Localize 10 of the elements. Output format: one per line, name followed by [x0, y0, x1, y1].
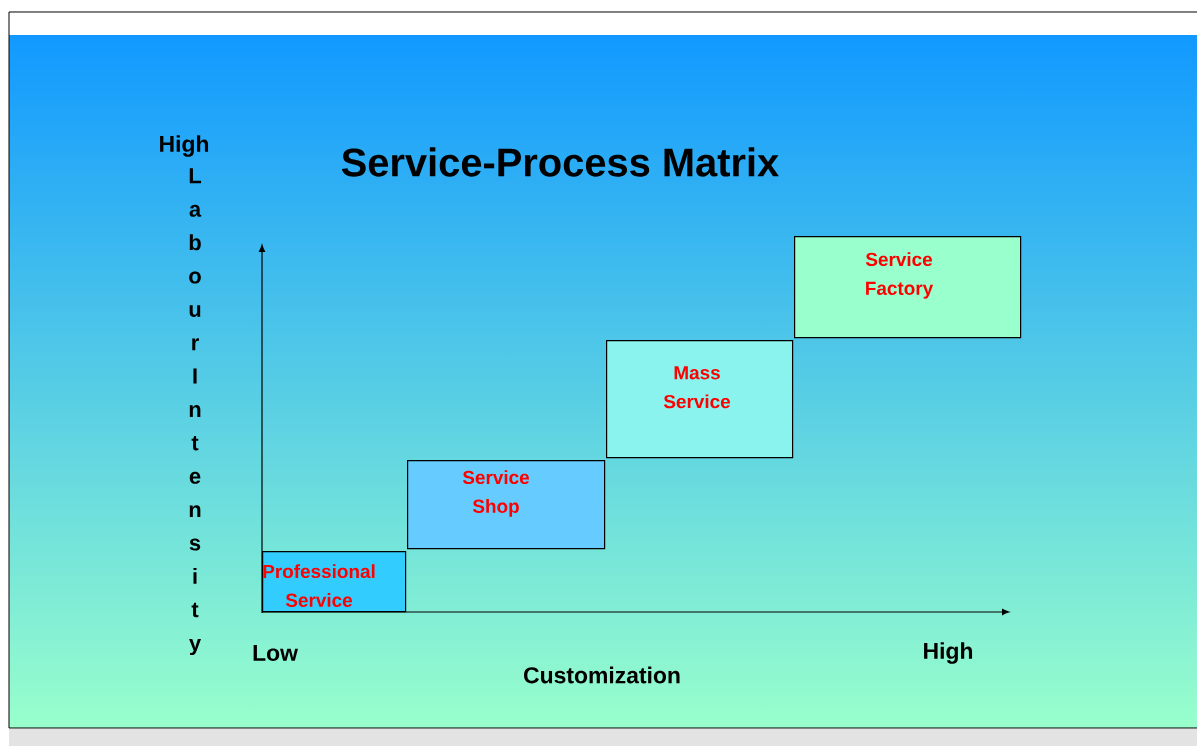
process-box: Professional Service: [262, 551, 407, 613]
axis-label: High: [924, 642, 973, 664]
axis-label: High: [160, 135, 209, 157]
process-box: Service Shop: [407, 460, 606, 550]
axis-title: Labour Intensity: [189, 168, 202, 656]
process-box: Mass Service: [606, 340, 794, 459]
axis-title: Customization: [524, 666, 680, 684]
axis-label: Low: [253, 645, 298, 661]
process-box: Service Factory: [794, 236, 1022, 339]
title: Service-Process Matrix: [341, 147, 779, 177]
